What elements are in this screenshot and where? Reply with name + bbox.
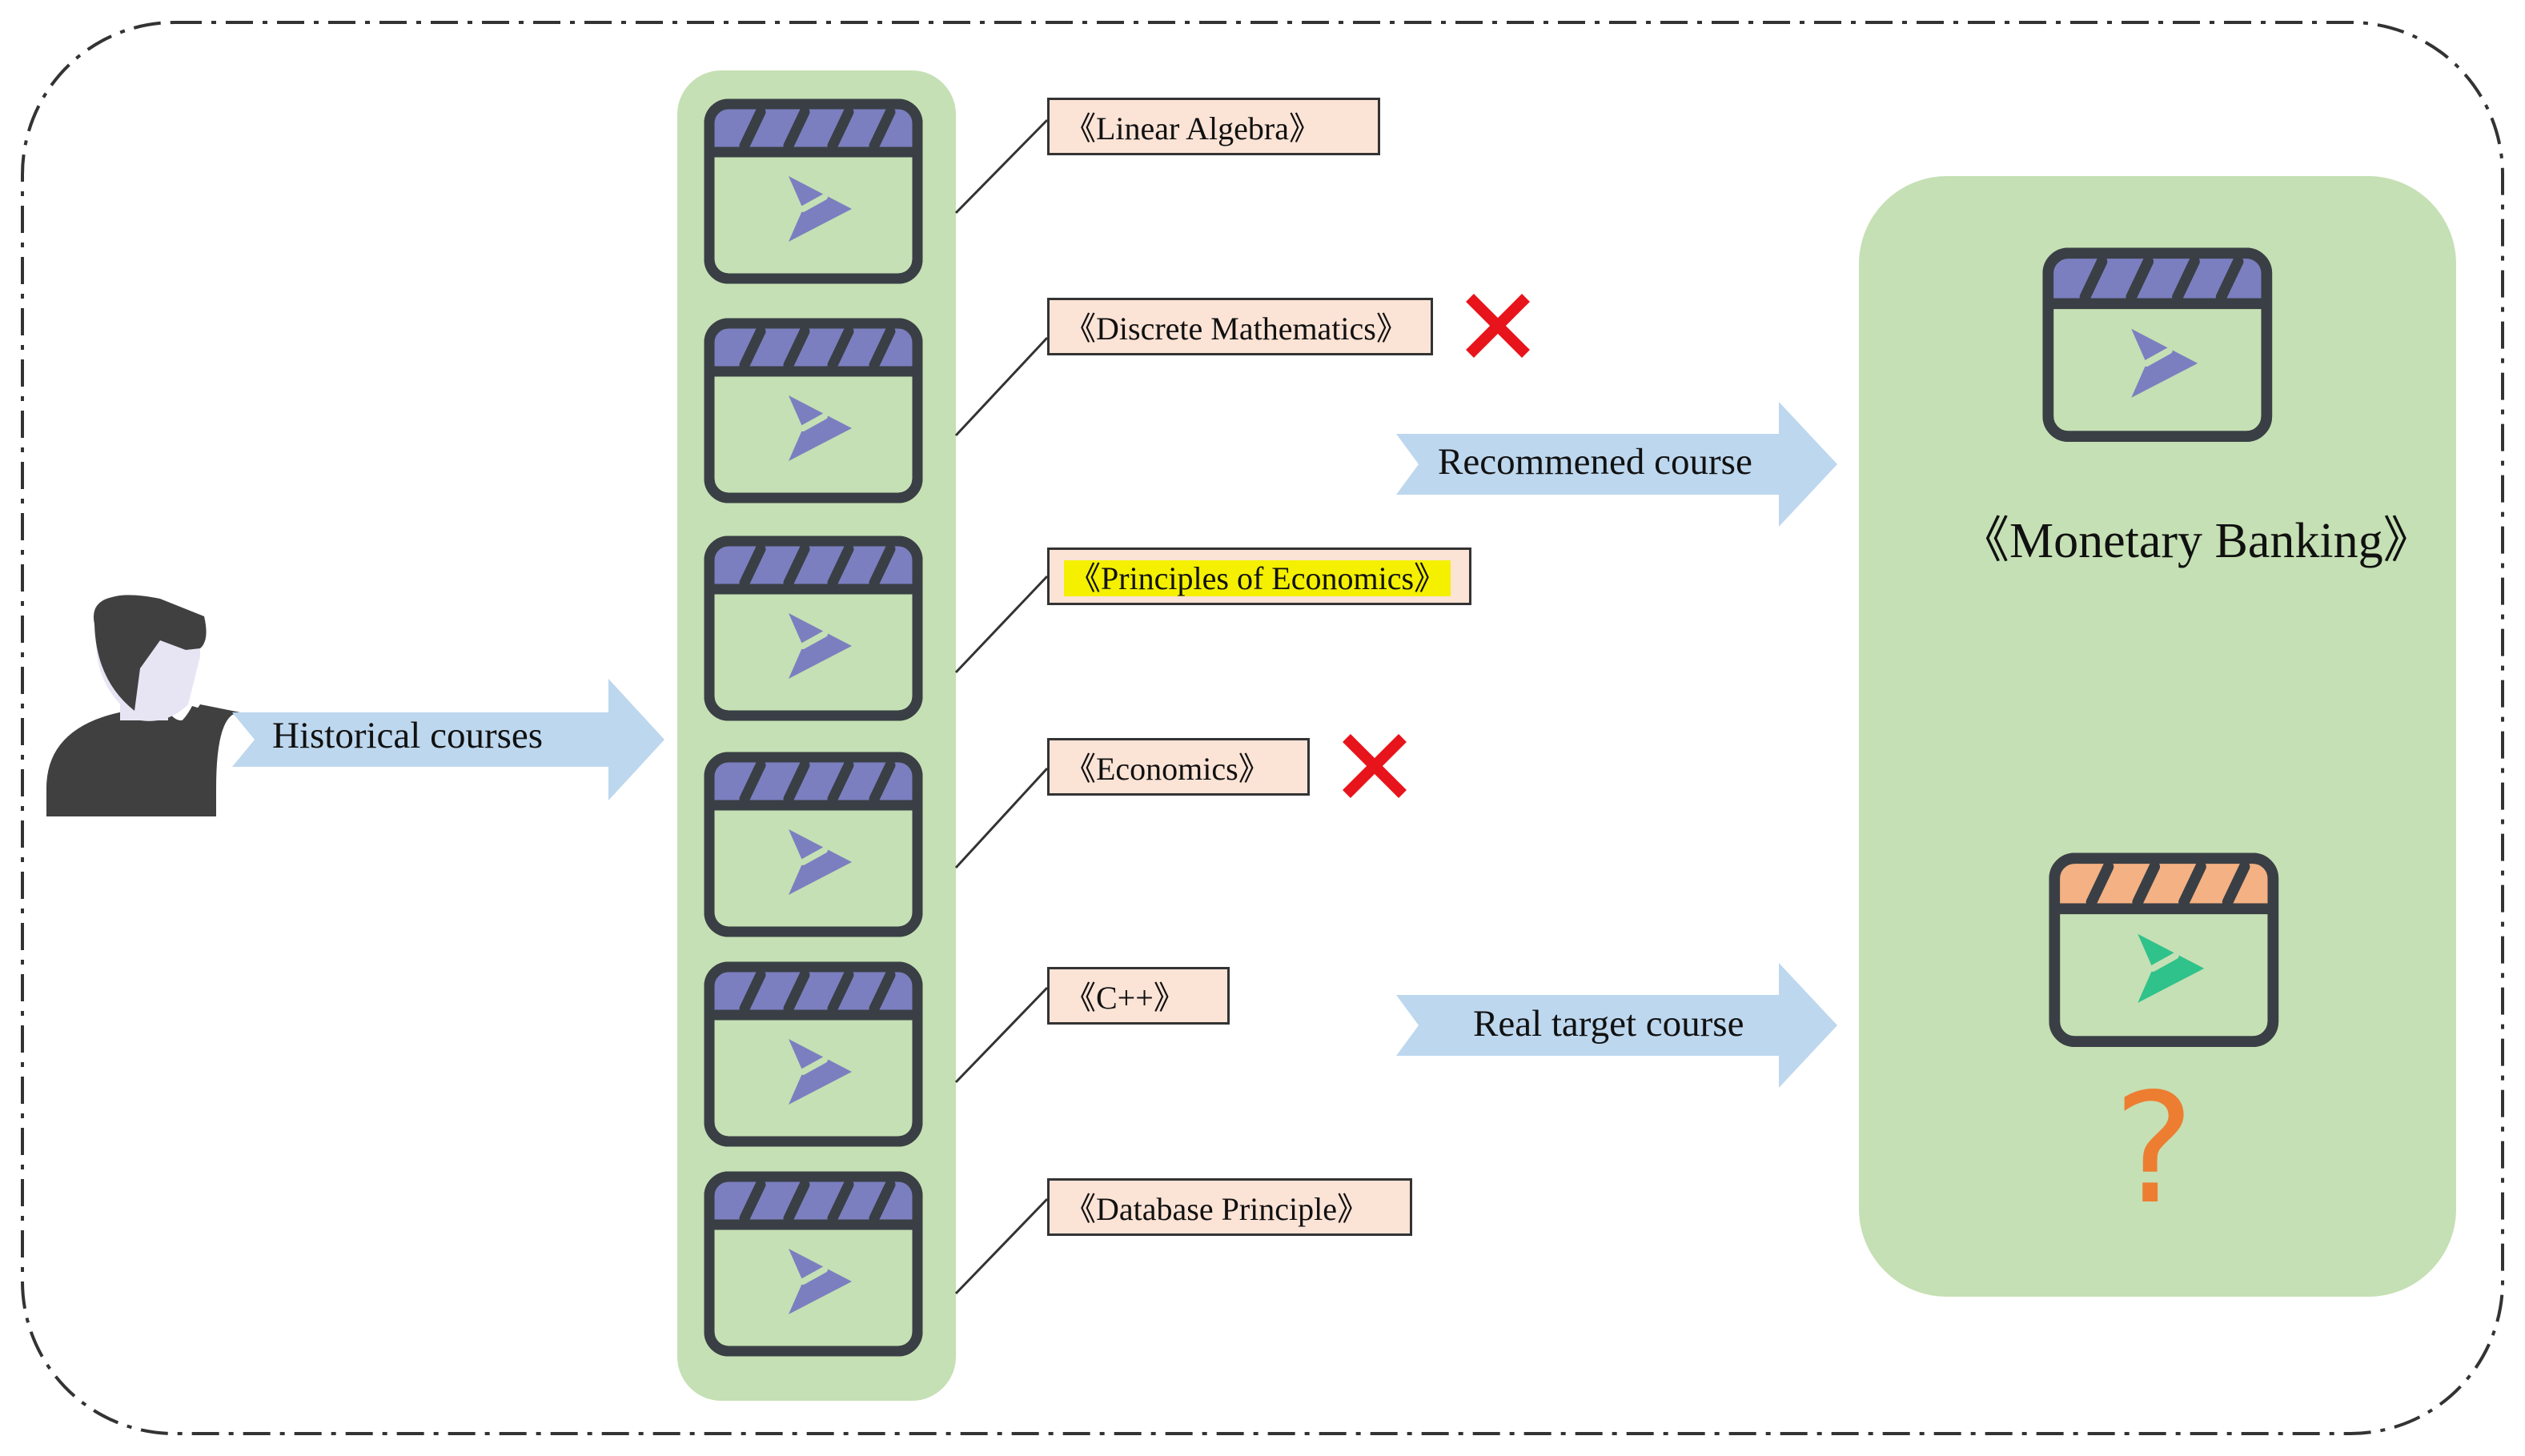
course-label-economics: 《Economics》 xyxy=(1047,738,1310,796)
video-icon xyxy=(2054,858,2273,1041)
course-label-database-principle: 《Database Principle》 xyxy=(1047,1178,1412,1236)
video-icon xyxy=(709,104,917,279)
course-label-cpp: 《C++》 xyxy=(1047,967,1230,1025)
recommend-arrow xyxy=(1396,402,1837,527)
highlight: 《Principles of Economics》 xyxy=(1064,560,1451,596)
outer-frame xyxy=(21,21,2504,1435)
video-icon xyxy=(2048,253,2266,436)
user-icon xyxy=(46,595,240,816)
course-label-linear-algebra: 《Linear Algebra》 xyxy=(1047,98,1380,155)
target-arrow xyxy=(1396,963,1837,1088)
real-target-course-label: Real target course xyxy=(1473,1003,1744,1045)
historical-arrow xyxy=(232,679,664,800)
connector-line xyxy=(954,336,1049,437)
result-panel xyxy=(1859,176,2456,1297)
cross-icon xyxy=(1466,294,1530,358)
video-icon xyxy=(709,541,917,716)
connector-line xyxy=(954,767,1049,869)
cross-icon xyxy=(1343,734,1407,798)
connector-line xyxy=(954,118,1049,215)
video-icon xyxy=(709,1177,917,1351)
recommended-course-label: Recommened course xyxy=(1438,441,1752,483)
connector-line xyxy=(954,986,1049,1084)
connector-line xyxy=(954,1197,1049,1295)
connector-line xyxy=(954,575,1049,674)
course-label-principles-of-economics: 《Principles of Economics》 xyxy=(1047,548,1471,605)
video-icon xyxy=(709,967,917,1141)
question-mark-icon: ? xyxy=(2114,1061,2194,1237)
course-label-discrete-mathematics: 《Discrete Mathematics》 xyxy=(1047,298,1433,355)
recommended-course-title: 《Monetary Banking》 xyxy=(1960,514,2433,568)
video-icon xyxy=(709,757,917,932)
historical-courses-label: Historical courses xyxy=(272,715,544,756)
video-icon xyxy=(709,323,917,498)
